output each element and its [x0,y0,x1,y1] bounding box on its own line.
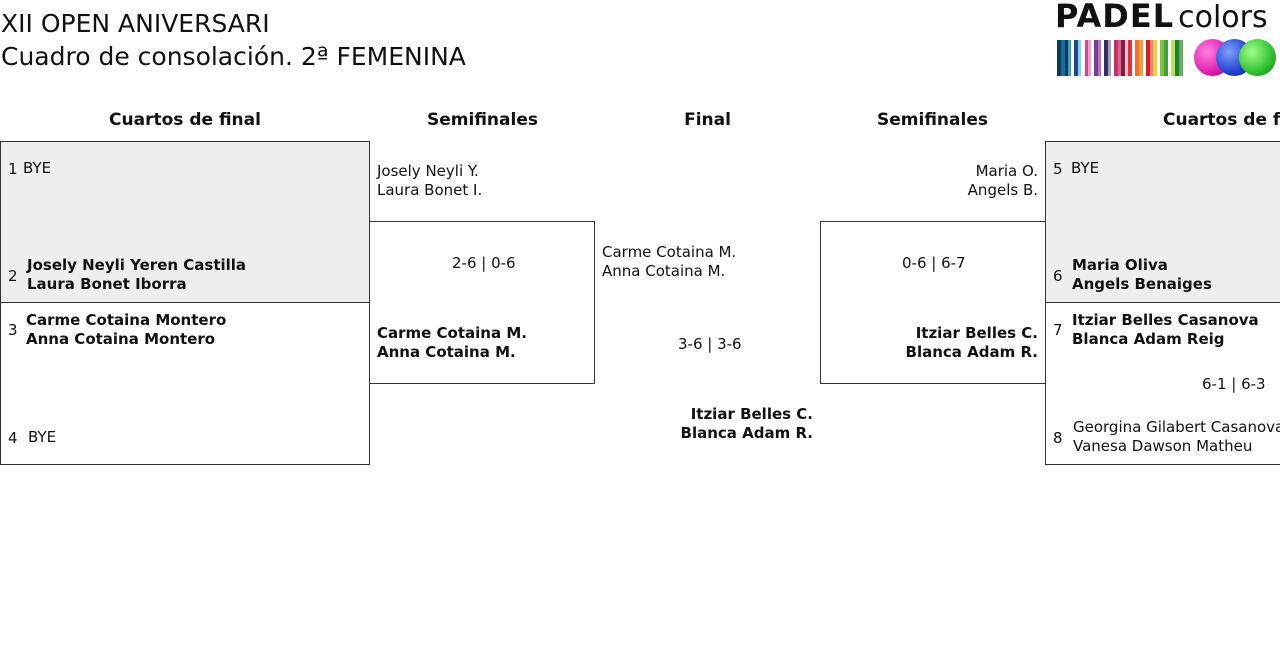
player-name: Itziar Belles C. [915,324,1038,342]
player-name: Anna Cotaina Montero [26,330,216,348]
match-score: 0-6 | 6-7 [902,254,966,272]
player-name: Blanca Adam R. [680,424,813,442]
seed-number: 5 [1053,160,1063,178]
match-score: 6-1 | 6-3 [1202,375,1266,393]
player-name: Itziar Belles C. [690,405,813,423]
seed-number: 2 [8,267,18,285]
round-header-sf-left: Semifinales [427,110,538,130]
seed-number: 6 [1053,267,1063,285]
seed-number: 3 [8,321,18,339]
player-name: Carme Cotaina M. [377,324,527,342]
qf-right-match-2 [1045,302,1280,465]
seed-number: 8 [1053,429,1063,447]
draw-subtitle: Cuadro de consolación. 2ª FEMENINA [1,42,466,71]
sf-left-match [369,221,595,384]
player-name: Maria Oliva [1072,256,1168,274]
round-header-qf-right: Cuartos de final [1163,110,1280,130]
seed-number: 1 [8,160,18,178]
player-name: Carme Cotaina Montero [26,311,227,329]
player-name: Anna Cotaina M. [602,262,726,280]
match-score: 2-6 | 0-6 [452,254,516,272]
player-name: Josely Neyli Yeren Castilla [27,256,247,274]
logo-stripes [1057,40,1183,76]
player-name: BYE [23,159,52,177]
player-name: Georgina Gilabert Casanova [1073,418,1280,436]
seed-number: 4 [8,429,18,447]
player-name: Vanesa Dawson Matheu [1073,437,1253,455]
player-name: BYE [28,428,57,446]
qf-left-match-1 [0,141,370,303]
player-name: Anna Cotaina M. [377,343,516,361]
logo-ball-green-icon [1239,39,1276,76]
player-name: Angels B. [967,181,1038,199]
logo-word-padel: PADEL [1055,0,1175,35]
player-name: Blanca Adam Reig [1072,330,1225,348]
player-name: Laura Bonet I. [377,181,483,199]
seed-number: 7 [1053,321,1063,339]
player-name: Josely Neyli Y. [377,162,479,180]
round-header-sf-right: Semifinales [877,110,988,130]
player-name: Itziar Belles Casanova [1072,311,1259,329]
player-name: Laura Bonet Iborra [27,275,187,293]
player-name: Maria O. [975,162,1038,180]
match-score: 3-6 | 3-6 [678,335,742,353]
round-header-qf-left: Cuartos de final [109,110,261,130]
logo-word-colors: colors [1178,0,1268,35]
tournament-title: XII OPEN ANIVERSARI [1,9,270,38]
player-name: BYE [1071,159,1100,177]
round-header-final: Final [684,110,731,130]
player-name: Angels Benaiges [1072,275,1212,293]
player-name: Carme Cotaina M. [602,243,737,261]
player-name: Blanca Adam R. [905,343,1038,361]
qf-right-match-1 [1045,141,1280,303]
